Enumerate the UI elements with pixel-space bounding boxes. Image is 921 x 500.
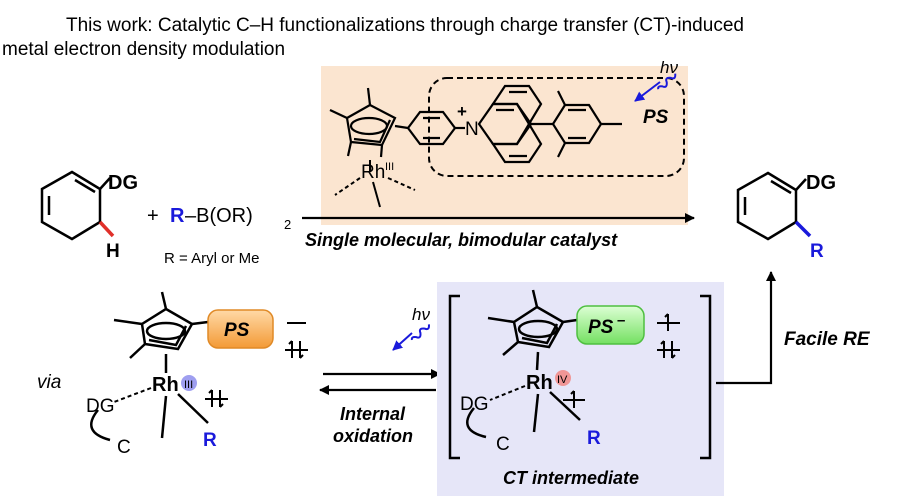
ps-box-ct xyxy=(576,305,645,345)
ps-label-ct: PS xyxy=(588,317,614,338)
rh3-badge xyxy=(181,375,197,391)
reverse-label-2: oxidation xyxy=(333,426,413,446)
header-line-1: This work: Catalytic C–H functionalizati… xyxy=(66,15,744,36)
substrate-benzene xyxy=(40,170,115,241)
hv-label-bottom: hν xyxy=(412,305,430,324)
rh-label-ct: Rh xyxy=(526,372,553,394)
ps-charge-ct: – xyxy=(617,312,625,329)
substrate-dg: DG xyxy=(108,172,138,194)
ct-brackets xyxy=(448,294,712,460)
re-arrow xyxy=(716,271,776,385)
phenyl-linker xyxy=(394,110,465,146)
ps-dashed-region xyxy=(428,77,685,177)
reverse-label-1: Internal xyxy=(340,404,406,424)
dg-ct: DG xyxy=(460,394,489,415)
hv-arrow-top xyxy=(634,81,661,102)
rh-oxidation-top: III xyxy=(385,161,394,173)
ps-label-left: PS xyxy=(224,320,250,341)
ps-box-left xyxy=(207,309,274,349)
product-r: R xyxy=(810,241,824,262)
c-left: C xyxy=(117,437,131,458)
header-line-2: metal electron density modulation xyxy=(2,39,285,60)
hv-arrow-bottom xyxy=(392,332,413,351)
ct-label: CT intermediate xyxy=(503,468,639,488)
substrate-h: H xyxy=(106,241,120,262)
plus-sign: + xyxy=(147,205,159,227)
r-definition: R = Aryl or Me xyxy=(164,250,259,267)
rh-ligands-left xyxy=(90,387,209,442)
hv-wave-bottom xyxy=(410,324,430,341)
dg-left: DG xyxy=(86,396,115,417)
via-label: via xyxy=(37,372,61,393)
reagent-boronate: –B(OR) xyxy=(185,205,253,227)
c-ct: C xyxy=(496,434,510,455)
mo-homo-ct xyxy=(657,340,680,359)
cp-star-ring-top xyxy=(329,87,397,158)
product-dg: DG xyxy=(806,172,836,194)
rh-label-top: Rh xyxy=(361,162,385,183)
rh-ox-left: III xyxy=(184,379,193,391)
rh-ligands-ct xyxy=(466,385,581,439)
hv-label-top: hν xyxy=(660,58,678,77)
rh4-badge xyxy=(555,370,571,386)
acridinium-charge: + xyxy=(457,102,467,121)
mo-lumo-ct xyxy=(657,313,680,331)
mesityl-group xyxy=(531,90,622,158)
ps-label-top: PS xyxy=(643,107,669,128)
rh-ligands-top xyxy=(334,160,416,208)
reagent-r: R xyxy=(170,205,185,227)
product-benzene xyxy=(736,171,812,241)
r-ct: R xyxy=(587,428,601,449)
rh-ox-ct: IV xyxy=(557,374,568,386)
acridinium-n: N xyxy=(465,119,479,140)
r-left: R xyxy=(203,430,217,451)
mo-rh-left xyxy=(205,389,228,408)
reagent-subscript: 2 xyxy=(284,217,291,232)
arrow-label: Single molecular, bimodular catalyst xyxy=(305,230,618,250)
re-label: Facile RE xyxy=(784,329,871,350)
cp-star-ring-ct xyxy=(487,289,578,371)
cp-star-ring-left xyxy=(113,291,209,373)
mo-homo-left xyxy=(285,340,308,359)
hv-wave-top xyxy=(657,73,677,90)
rh-label-left: Rh xyxy=(152,374,179,396)
mo-rh-ct xyxy=(563,390,585,408)
